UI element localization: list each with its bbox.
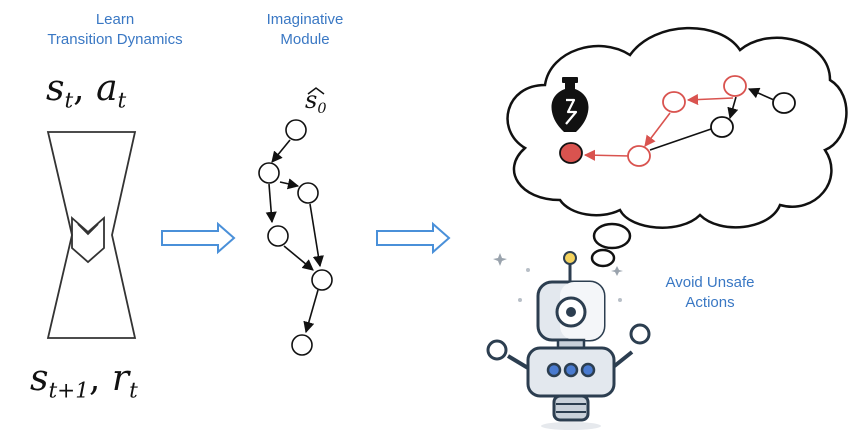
node-4 xyxy=(267,225,289,247)
dot-icon xyxy=(526,268,530,272)
unsafe-node-3 xyxy=(627,145,651,167)
node-5 xyxy=(311,269,333,291)
transition-model-hourglass xyxy=(46,131,137,339)
sparkle-icon xyxy=(493,253,507,266)
hourglass-chevron-inner xyxy=(77,223,99,236)
unsafe-edge-1 xyxy=(686,93,734,106)
unsafe-node-1 xyxy=(723,75,747,97)
imag-caption-line1: Imaginative xyxy=(266,11,344,28)
output-r-sub: t xyxy=(129,378,138,404)
hourglass-outline xyxy=(46,131,137,339)
node-2 xyxy=(258,162,280,184)
node-6 xyxy=(291,334,313,356)
node-s0 xyxy=(285,119,307,141)
avoid-unsafe-actions-caption: Avoid Unsafe Actions xyxy=(630,273,790,313)
edge-5 xyxy=(283,245,314,271)
avoid-caption-line1: Avoid Unsafe xyxy=(665,274,755,291)
avoid-caption-line2: Actions xyxy=(685,294,735,311)
learn-caption-line2: Transition Dynamics xyxy=(47,31,183,48)
output-s: s xyxy=(30,358,49,399)
input-s: s xyxy=(46,68,65,109)
imaginative-module-caption: Imaginative Module xyxy=(230,10,380,50)
dot-icon xyxy=(618,298,622,302)
unsafe-trajectory xyxy=(559,75,796,167)
node-3 xyxy=(297,182,319,204)
dot-icon xyxy=(518,298,522,302)
cloud-bubble-large xyxy=(592,222,632,250)
cloud-bubble-small xyxy=(590,248,616,268)
edge-4 xyxy=(309,203,324,268)
flow-arrow-2 xyxy=(376,221,451,255)
safe-edge-1 xyxy=(649,127,715,151)
input-a: a xyxy=(96,68,118,109)
unsafe-edge-3 xyxy=(583,149,631,161)
hat-accent xyxy=(307,87,325,95)
learn-caption-line1: Learn xyxy=(95,11,135,28)
edge-1 xyxy=(271,139,291,163)
broken-vase-icon xyxy=(551,77,589,132)
output-sep: , xyxy=(89,358,112,399)
sparkle-icon xyxy=(611,266,623,276)
start-state-sub: 0 xyxy=(317,101,327,118)
edge-3 xyxy=(265,183,277,224)
unsafe-node-2 xyxy=(662,91,686,113)
output-s-sub: t+1 xyxy=(48,378,89,404)
hourglass-chevron xyxy=(71,216,105,264)
unsafe-edge-2 xyxy=(644,112,671,147)
start-state-label: s0 xyxy=(305,86,326,117)
output-state-reward-label: st+1, rt xyxy=(30,358,138,404)
safe-node-2 xyxy=(710,116,734,138)
robot-icon xyxy=(486,251,651,430)
input-sep: , xyxy=(73,68,97,109)
output-r: r xyxy=(111,358,130,399)
safe-edge-3 xyxy=(747,87,775,101)
imagined-trajectory-graph xyxy=(258,119,333,356)
unsafe-terminal-node xyxy=(559,142,583,164)
imag-caption-line2: Module xyxy=(280,31,330,48)
cloud-body xyxy=(506,26,848,229)
flow-arrow-1 xyxy=(161,221,236,255)
thought-cloud xyxy=(506,26,848,268)
input-a-sub: t xyxy=(117,88,127,114)
safe-edge-2 xyxy=(727,96,739,120)
safe-node-1 xyxy=(772,92,796,114)
edge-6 xyxy=(303,289,319,334)
learn-transition-dynamics-caption: Learn Transition Dynamics xyxy=(10,10,220,50)
start-state-s: s xyxy=(305,86,318,114)
input-state-action-label: st, at xyxy=(46,68,126,114)
input-s-sub: t xyxy=(64,88,74,114)
edge-2 xyxy=(279,178,300,190)
